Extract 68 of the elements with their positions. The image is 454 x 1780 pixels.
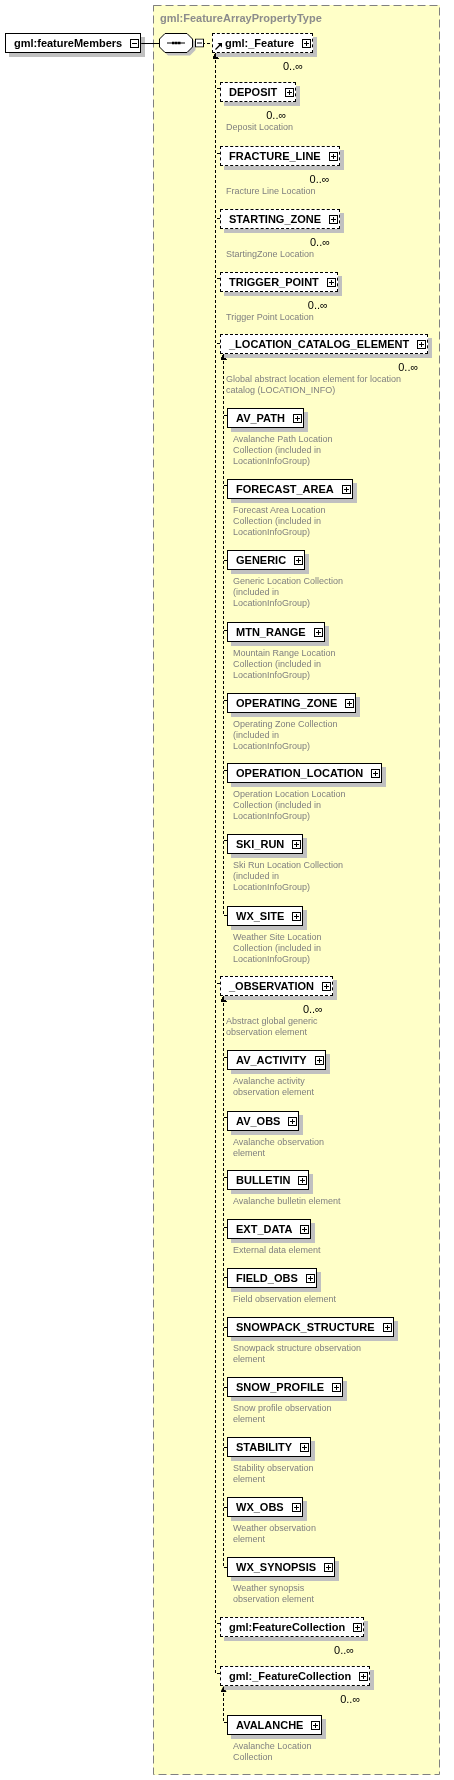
element-name: DEPOSIT (229, 85, 278, 99)
element-description: Avalanche Path Location Collection (included in LocationInfoGroup) (233, 434, 334, 467)
element-name: SKI_RUN (236, 837, 285, 851)
element-name: gml:featureMembers (14, 36, 123, 50)
element-name: gml:_FeatureCollection (229, 1669, 352, 1683)
element-name: SNOWPACK_STRUCTURE (236, 1320, 375, 1334)
element-name: AV_PATH (236, 411, 285, 425)
type-name: gml:FeatureArrayPropertyType (160, 12, 322, 25)
element-description: Weather observation element (233, 1523, 317, 1545)
element-description: Avalanche bulletin element (233, 1196, 342, 1207)
dashed-arrow (220, 1685, 228, 1723)
element-name: AVALANCHE (236, 1718, 304, 1732)
element-description: Operating Zone Collection (included in LocationInfoGroup) (233, 719, 339, 752)
element-name: SNOW_PROFILE (236, 1380, 324, 1394)
element-description: Avalanche Location Collection (233, 1741, 313, 1763)
element-description: Snowpack structure observation element (233, 1343, 363, 1365)
multiplicity-label: 0..∞ (309, 173, 330, 185)
element-description: Weather Site Location Collection (included in LocationInfoGroup) (233, 932, 323, 965)
multiplicity-label: 0..∞ (307, 299, 328, 311)
element-description: Deposit Location (226, 122, 295, 133)
element-name: OPERATING_ZONE (236, 696, 338, 710)
element-name: FIELD_OBS (236, 1271, 298, 1285)
element-description: Weather synopsis observation element (233, 1583, 316, 1605)
element-description: Avalanche activity observation element (233, 1076, 316, 1098)
dashed-connector-line (203, 43, 213, 44)
element-name: AV_OBS (236, 1114, 281, 1128)
element-name: AV_ACTIVITY (236, 1053, 307, 1067)
element-description: Fracture Line Location (226, 186, 317, 197)
element-description: Mountain Range Location Collection (included in LocationInfoGroup) (233, 648, 337, 681)
element-description: StartingZone Location (226, 249, 316, 260)
element-name: STARTING_ZONE (229, 212, 322, 226)
multiplicity-label: 0..∞ (334, 1644, 355, 1656)
element-description: Global abstract location element for location catalog (LOCATION_INFO) (226, 374, 403, 396)
element-description: Avalanche observation element (233, 1137, 325, 1159)
element-name: EXT_DATA (236, 1222, 293, 1236)
element-description: Snow profile observation element (233, 1403, 333, 1425)
element-name: _OBSERVATION (229, 979, 314, 993)
element-description: Abstract global generic observation element (226, 1016, 319, 1038)
element-description: Ski Run Location Collection (included in LocationInfoGroup) (233, 860, 345, 893)
element-description: Forecast Area Location Collection (included in LocationInfoGroup) (233, 505, 327, 538)
element-name: MTN_RANGE (236, 625, 306, 639)
element-name: FORECAST_AREA (236, 482, 334, 496)
element-description: Trigger Point Location (226, 312, 315, 323)
compositor-octagon (159, 33, 204, 56)
element-name: gml:FeatureCollection (229, 1620, 346, 1634)
element-name: WX_OBS (236, 1500, 284, 1514)
multiplicity-label: 0..∞ (398, 361, 419, 373)
element-name: GENERIC (236, 553, 287, 567)
element-name: OPERATION_LOCATION (236, 766, 364, 780)
element-description: Field observation element (233, 1294, 338, 1305)
element-name: STABILITY (236, 1440, 292, 1454)
element-description: Operation Location Location Collection (included in LocationInfoGroup) (233, 789, 347, 822)
element-description: Generic Location Collection (included in LocationInfoGroup) (233, 576, 345, 609)
element-name: FRACTURE_LINE (229, 149, 321, 163)
connector-line (140, 43, 160, 44)
element-name: _LOCATION_CATALOG_ELEMENT (229, 337, 410, 351)
multiplicity-label: 0..∞ (310, 236, 331, 248)
multiplicity-label: 0..∞ (266, 109, 287, 121)
multiplicity-label: 0..∞ (283, 60, 304, 72)
element-name: BULLETIN (236, 1173, 291, 1187)
element-description: External data element (233, 1245, 322, 1256)
element-name: gml:_Feature (225, 36, 295, 50)
element-name: WX_SYNOPSIS (236, 1560, 317, 1574)
element-description: Stability observation element (233, 1463, 315, 1485)
element-name: TRIGGER_POINT (229, 275, 319, 289)
multiplicity-label: 0..∞ (302, 1003, 323, 1015)
multiplicity-label: 0..∞ (340, 1693, 361, 1705)
element-name: WX_SITE (236, 909, 285, 923)
